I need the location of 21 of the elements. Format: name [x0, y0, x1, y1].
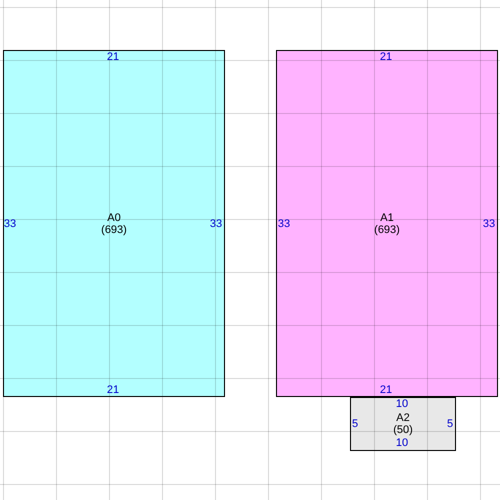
room-name: A0: [107, 212, 121, 224]
room-rectangle: [350, 397, 456, 451]
dimension-label: 21: [106, 384, 120, 396]
room-name: A2: [396, 412, 410, 424]
dimension-label: 33: [278, 218, 290, 230]
dimension-label: 10: [396, 437, 408, 449]
room-rectangle: [276, 50, 498, 397]
room-rectangle: [3, 50, 225, 397]
area-value: (693): [374, 224, 400, 236]
dimension-label: 33: [482, 218, 496, 230]
dimension-label: 33: [4, 218, 16, 230]
dimension-label: 5: [446, 418, 454, 430]
dimension-label: 5: [352, 418, 358, 430]
room-name: A1: [380, 212, 394, 224]
dimension-label: 21: [380, 384, 392, 396]
area-value: (50): [393, 424, 413, 436]
dimension-label: 10: [396, 398, 408, 410]
dimension-label: 21: [106, 51, 120, 63]
area-value: (693): [101, 224, 127, 236]
dimension-label: 33: [210, 218, 222, 230]
dimension-label: 21: [380, 51, 392, 63]
